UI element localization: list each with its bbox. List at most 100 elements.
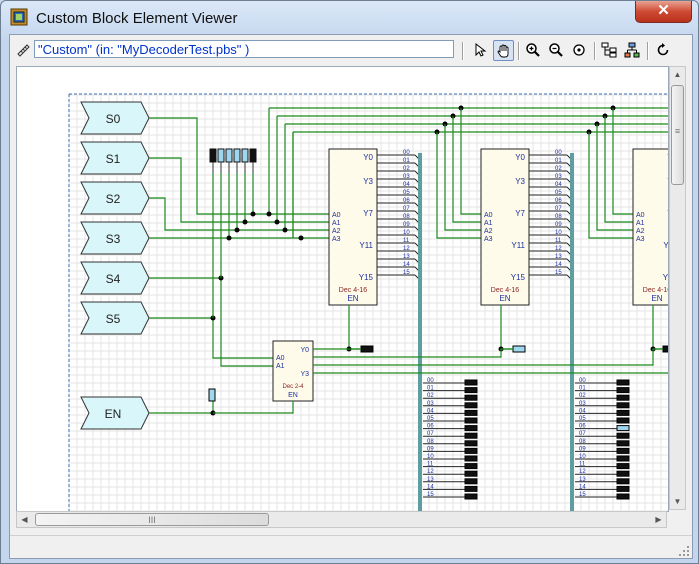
bus-output-label: 06 bbox=[579, 424, 586, 430]
bus-output-label: 01 bbox=[427, 386, 434, 392]
input-label: S5 bbox=[106, 312, 121, 326]
led-off bbox=[464, 409, 478, 416]
decoder-input-label: A2 bbox=[636, 228, 645, 235]
led-off bbox=[616, 485, 630, 492]
led-off bbox=[616, 432, 630, 439]
led-on bbox=[616, 425, 630, 432]
refresh-button[interactable] bbox=[653, 40, 674, 61]
decoder-input-label: A1 bbox=[636, 220, 645, 227]
bus-output-label: 15 bbox=[579, 492, 586, 498]
led-off bbox=[616, 417, 630, 424]
bus-output-label: 03 bbox=[427, 401, 434, 407]
led-off bbox=[616, 478, 630, 485]
pin-label: 08 bbox=[403, 214, 410, 220]
zoom-out-button[interactable] bbox=[546, 40, 567, 61]
led-off bbox=[616, 470, 630, 477]
led-off bbox=[464, 394, 478, 401]
horizontal-scroll-thumb[interactable]: III bbox=[35, 513, 269, 526]
junction-dot bbox=[266, 211, 272, 217]
pin-label: 10 bbox=[555, 230, 562, 236]
toolbar-separator bbox=[647, 42, 649, 60]
scroll-down-arrow-icon[interactable]: ▼ bbox=[673, 497, 682, 506]
decoder-output-label: Y0 bbox=[667, 153, 668, 162]
led-off bbox=[616, 402, 630, 409]
scroll-up-arrow-icon[interactable]: ▲ bbox=[673, 70, 682, 79]
input-block-s0 bbox=[80, 101, 150, 135]
horizontal-scrollbar[interactable]: ◀ III ▶ bbox=[16, 511, 667, 528]
decoder-output-label: Y7 bbox=[363, 209, 373, 218]
pin-label: 00 bbox=[403, 150, 410, 156]
decoder-input-label: A0 bbox=[332, 212, 341, 219]
pin-label: 09 bbox=[403, 222, 410, 228]
junction-dot bbox=[282, 227, 288, 233]
led-off bbox=[464, 447, 478, 454]
vertical-scroll-thumb[interactable]: ≡ bbox=[671, 85, 684, 185]
led-off bbox=[360, 345, 374, 353]
decoder-output-label: Y0 bbox=[363, 153, 373, 162]
pin-label: 06 bbox=[403, 198, 410, 204]
led-off bbox=[464, 425, 478, 432]
pin-label: 07 bbox=[403, 206, 410, 212]
title-bar[interactable]: Custom Block Element Viewer ✕ bbox=[1, 1, 698, 33]
led-off bbox=[616, 440, 630, 447]
scroll-left-arrow-icon[interactable]: ◀ bbox=[21, 515, 28, 524]
pin-label: 10 bbox=[403, 230, 410, 236]
led-off bbox=[464, 493, 478, 500]
bus-output-label: 07 bbox=[579, 431, 586, 437]
close-button[interactable]: ✕ bbox=[635, 1, 692, 23]
bus-output-label: 06 bbox=[427, 424, 434, 430]
led-off bbox=[616, 463, 630, 470]
zoom-in-button[interactable] bbox=[523, 40, 544, 61]
pin-label: 06 bbox=[555, 198, 562, 204]
decoder-4-16-block bbox=[632, 148, 668, 306]
scroll-right-arrow-icon[interactable]: ▶ bbox=[655, 515, 662, 524]
probe-indicator bbox=[208, 388, 216, 402]
refresh-icon bbox=[657, 43, 669, 56]
led-off bbox=[616, 447, 630, 454]
pin-label: 04 bbox=[555, 182, 562, 188]
pin-label: 02 bbox=[403, 166, 410, 172]
junction-dot bbox=[242, 219, 248, 225]
bus-output-label: 02 bbox=[427, 393, 434, 399]
decoder-input-label: A3 bbox=[484, 236, 493, 243]
pan-tool-button[interactable] bbox=[493, 40, 514, 61]
zoom-fit-button[interactable] bbox=[569, 40, 590, 61]
probe-indicator bbox=[217, 148, 225, 163]
wire bbox=[149, 197, 329, 231]
pin-label: 12 bbox=[403, 246, 410, 252]
input-label: S1 bbox=[106, 152, 121, 166]
pin-label: 11 bbox=[555, 238, 562, 244]
decoder-input-label: A1 bbox=[276, 363, 285, 370]
input-block-s1 bbox=[80, 141, 150, 175]
pin-label: 15 bbox=[403, 270, 410, 276]
decoder-output-label: Y3 bbox=[363, 177, 373, 186]
decoder-2-4-block bbox=[272, 340, 314, 402]
client-area: "Custom" (in: "MyDecoderTest.pbs" ) bbox=[9, 34, 693, 559]
decoder-name: Dec 4-16 bbox=[339, 287, 368, 294]
bus-output-label: 10 bbox=[579, 454, 586, 460]
led-off bbox=[464, 379, 478, 386]
resize-grip-icon[interactable] bbox=[678, 545, 690, 557]
junction-dot bbox=[250, 211, 256, 217]
decoder-input-label: A0 bbox=[276, 355, 285, 362]
pin-label: 01 bbox=[403, 158, 410, 164]
select-tool-button[interactable] bbox=[470, 40, 491, 61]
led-off bbox=[616, 455, 630, 462]
decoder-input-label: A3 bbox=[636, 236, 645, 243]
bus-output-label: 00 bbox=[427, 378, 434, 384]
decoder-output-label: Y0 bbox=[300, 347, 309, 354]
wire bbox=[436, 132, 481, 239]
hierarchy-button[interactable] bbox=[622, 40, 643, 61]
decoder-output-label: Y3 bbox=[515, 177, 525, 186]
bus-output-label: 11 bbox=[427, 462, 434, 468]
bus-output-label: 10 bbox=[427, 454, 434, 460]
pin-label: 05 bbox=[403, 190, 410, 196]
pin-label: 15 bbox=[555, 270, 562, 276]
tree-view-button[interactable] bbox=[599, 40, 620, 61]
pin-label: 01 bbox=[555, 158, 562, 164]
wire bbox=[313, 348, 513, 358]
bus-output-label: 14 bbox=[427, 484, 434, 490]
block-path-field[interactable]: "Custom" (in: "MyDecoderTest.pbs" ) bbox=[34, 40, 454, 58]
vertical-scrollbar[interactable]: ▲ ≡ ▼ bbox=[669, 66, 686, 510]
